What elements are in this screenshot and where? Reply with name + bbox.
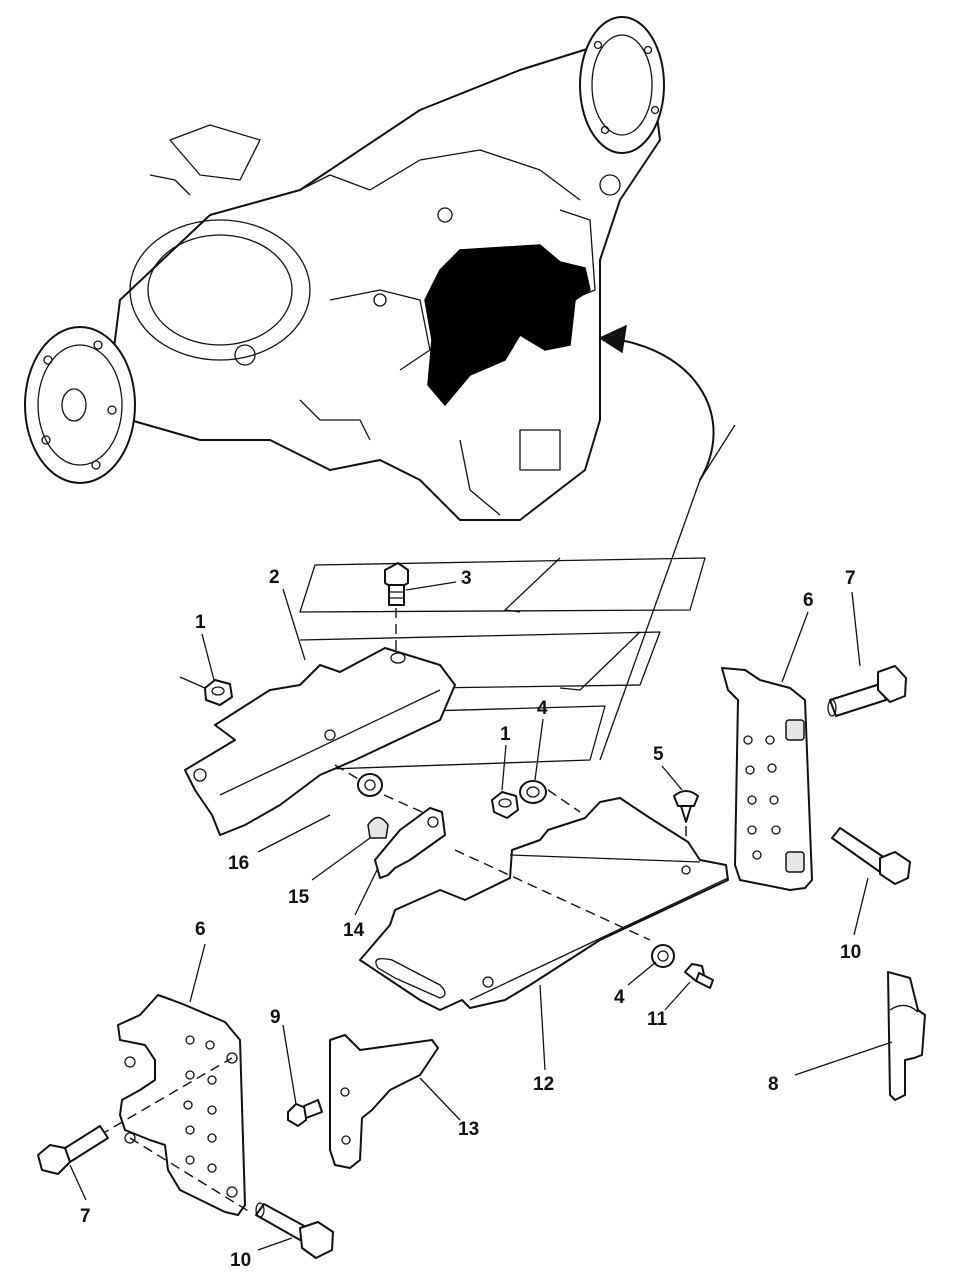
callout-5-pin: 5 — [653, 744, 664, 765]
part-10-bolt-left — [255, 1202, 334, 1259]
callout-6-plate-left: 6 — [195, 919, 206, 940]
callout-14-latch-plate: 14 — [343, 920, 365, 941]
callout-10-bolt-left: 10 — [230, 1250, 251, 1271]
callout-16-washer: 16 — [228, 853, 249, 874]
callout-7-bolt-right: 7 — [845, 568, 856, 589]
location-arrow — [598, 324, 715, 481]
part-1-nut-left — [204, 679, 233, 706]
part-9-bolt — [287, 1099, 323, 1127]
part-10-bolt-right — [831, 827, 911, 885]
highlighted-mounting-bracket — [424, 244, 591, 407]
callout-9-bolt: 9 — [270, 1007, 281, 1028]
part-4-spacer-upper — [519, 780, 581, 813]
callout-4-spacer-lower: 4 — [614, 987, 625, 1008]
callout-11-bolt: 11 — [647, 1009, 668, 1030]
callout-1-nut-left: 1 — [195, 612, 206, 633]
part-14-latch-plate — [374, 807, 446, 879]
part-5-pin — [673, 790, 699, 868]
callout-7-bolt-left: 7 — [80, 1206, 91, 1227]
part-1-nut-center — [491, 791, 519, 819]
part-6-plate-left — [99, 994, 251, 1216]
part-15-cap — [367, 816, 389, 839]
part-11-bolt — [684, 963, 714, 989]
callout-3-bolt: 3 — [461, 568, 472, 589]
part-8-small-bracket — [887, 971, 926, 1101]
callout-15-cap: 15 — [288, 887, 310, 908]
callout-8-small-bracket: 8 — [768, 1074, 779, 1095]
callout-labels: 1 2 3 1 4 5 6 7 16 15 14 12 4 11 10 6 9 … — [80, 567, 861, 1271]
callout-2-bracket: 2 — [269, 567, 280, 588]
transmission-axle-assembly — [24, 16, 665, 521]
callout-6-plate-right: 6 — [803, 590, 814, 611]
part-6-plate-right — [721, 667, 813, 891]
part-3-bolt — [384, 562, 409, 655]
part-4-spacer-lower — [651, 944, 675, 968]
part-12-main-bracket — [359, 797, 729, 1011]
part-7-bolt-left — [37, 1125, 109, 1175]
callout-1-nut-center: 1 — [500, 724, 511, 745]
callout-4-spacer-upper: 4 — [537, 698, 548, 719]
callout-13-bracket: 13 — [458, 1119, 479, 1140]
part-7-bolt-right — [827, 665, 907, 717]
callout-10-bolt-right: 10 — [840, 942, 861, 963]
part-2-angle-bracket — [184, 647, 456, 836]
leader-lines — [69, 581, 893, 1251]
callout-12-main-bracket: 12 — [533, 1074, 554, 1095]
part-13-bracket — [329, 1034, 439, 1169]
